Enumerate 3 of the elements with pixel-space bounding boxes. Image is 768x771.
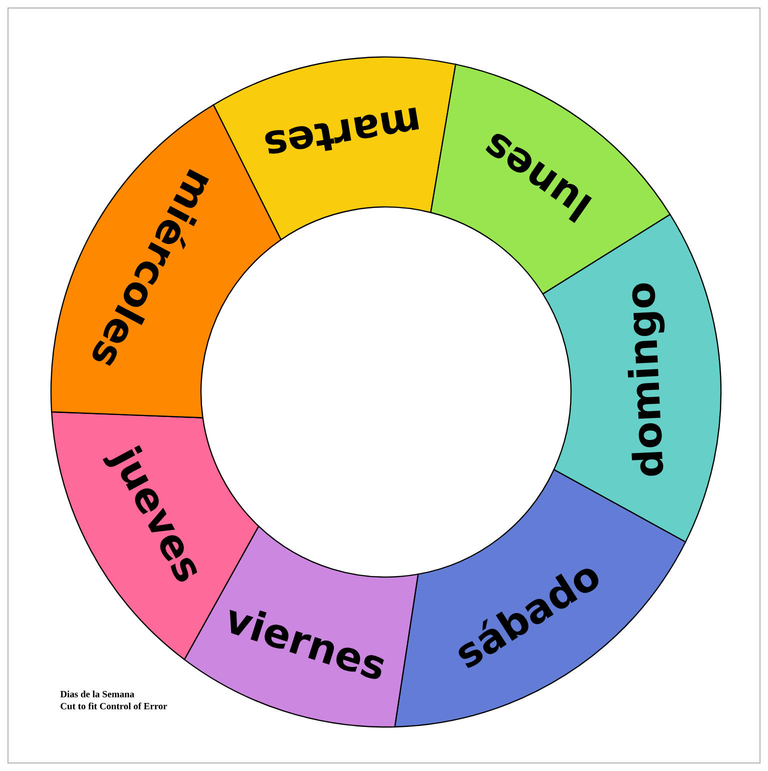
note-text: Dias de la Semana (60, 690, 134, 698)
ring-segment: martes (212, 56, 456, 240)
note-text: Cut to fit Control of Error (60, 702, 168, 710)
